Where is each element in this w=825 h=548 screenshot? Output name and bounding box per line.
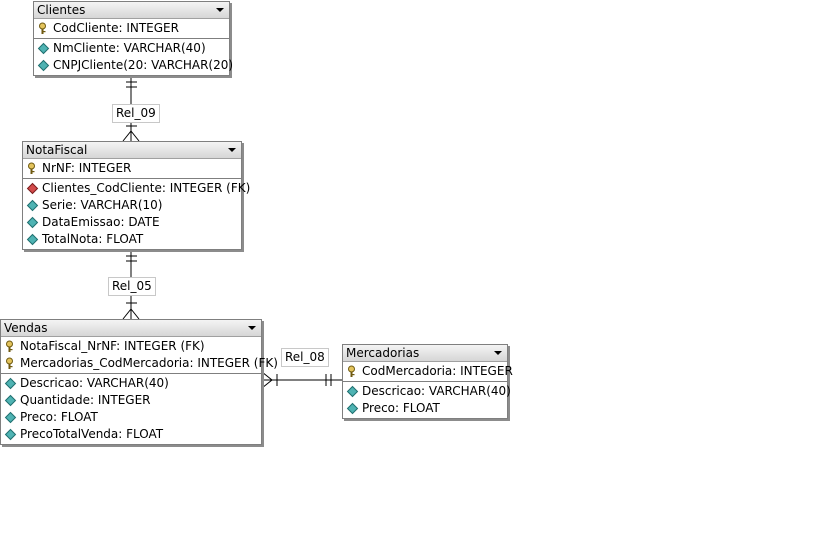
attribute-label: NotaFiscal_NrNF: INTEGER (FK) (20, 339, 205, 353)
attribute-label: Clientes_CodCliente: INTEGER (FK) (42, 181, 251, 195)
entity-title: Clientes (37, 3, 86, 17)
attribute-row[interactable]: NotaFiscal_NrNF: INTEGER (FK) (1, 338, 261, 355)
attribute-row[interactable]: Preco: FLOAT (1, 409, 261, 426)
primary-key-section: NotaFiscal_NrNF: INTEGER (FK) Mercadoria… (1, 337, 278, 373)
attribute-label: NmCliente: VARCHAR(40) (53, 41, 206, 55)
attribute-icon (346, 385, 359, 398)
attribute-label: Preco: FLOAT (362, 401, 440, 415)
entity-header[interactable]: Clientes (34, 2, 229, 19)
attribute-row[interactable]: TotalNota: FLOAT (23, 231, 241, 248)
attribute-icon (4, 428, 17, 441)
entity-header[interactable]: NotaFiscal (23, 142, 241, 159)
entity-title: Vendas (4, 321, 48, 335)
attribute-row[interactable]: Clientes_CodCliente: INTEGER (FK) (23, 180, 250, 197)
attribute-label: Descricao: VARCHAR(40) (362, 384, 511, 398)
attribute-row[interactable]: Serie: VARCHAR(10) (23, 197, 241, 214)
primary-key-icon (39, 22, 46, 34)
attribute-row[interactable]: NrNF: INTEGER (23, 160, 241, 177)
primary-key-section: CodMercadoria: INTEGER (343, 362, 513, 381)
entity-clientes[interactable]: Clientes CodCliente: INTEGER NmCliente: … (33, 1, 233, 76)
dropdown-arrow-icon[interactable] (228, 148, 236, 152)
attribute-icon (37, 59, 50, 72)
attribute-label: NrNF: INTEGER (42, 161, 132, 175)
relationship-label-rel-09[interactable]: Rel_09 (112, 104, 160, 123)
entity-notafiscal[interactable]: NotaFiscal NrNF: INTEGER Clientes_CodCli… (22, 141, 250, 250)
primary-key-icon (28, 162, 35, 174)
entity-mercadorias[interactable]: Mercadorias CodMercadoria: INTEGER Descr… (342, 344, 513, 419)
dropdown-arrow-icon[interactable] (216, 8, 224, 12)
attribute-row[interactable]: Quantidade: INTEGER (1, 392, 261, 409)
attribute-icon (26, 233, 39, 246)
attribute-row[interactable]: Descricao: VARCHAR(40) (1, 375, 261, 392)
attribute-label: CodMercadoria: INTEGER (362, 364, 513, 378)
attribute-label: Descricao: VARCHAR(40) (20, 376, 169, 390)
attribute-section: Descricao: VARCHAR(40) Preco: FLOAT (343, 381, 511, 418)
dropdown-arrow-icon[interactable] (248, 326, 256, 330)
primary-key-section: CodCliente: INTEGER (34, 19, 229, 38)
attribute-label: DataEmissao: DATE (42, 215, 160, 229)
attribute-section: Descricao: VARCHAR(40) Quantidade: INTEG… (1, 373, 261, 444)
attribute-section: NmCliente: VARCHAR(40) CNPJCliente(20: V… (34, 38, 233, 75)
attribute-row[interactable]: CodCliente: INTEGER (34, 20, 229, 37)
relationship-label-rel-05[interactable]: Rel_05 (108, 277, 156, 296)
primary-key-icon (348, 365, 355, 377)
attribute-icon (346, 402, 359, 415)
attribute-icon (26, 199, 39, 212)
attribute-label: CodCliente: INTEGER (53, 21, 179, 35)
attribute-row[interactable]: Preco: FLOAT (343, 400, 507, 417)
attribute-icon (37, 42, 50, 55)
entity-title: NotaFiscal (26, 143, 88, 157)
attribute-label: Serie: VARCHAR(10) (42, 198, 163, 212)
attribute-label: Preco: FLOAT (20, 410, 98, 424)
attribute-icon (26, 216, 39, 229)
primary-key-section: NrNF: INTEGER (23, 159, 241, 178)
attribute-icon (4, 394, 17, 407)
attribute-icon (4, 377, 17, 390)
attribute-row[interactable]: Mercadorias_CodMercadoria: INTEGER (FK) (1, 355, 278, 372)
attribute-icon (4, 411, 17, 424)
attribute-row[interactable]: NmCliente: VARCHAR(40) (34, 40, 229, 57)
primary-key-icon (6, 340, 13, 352)
primary-key-icon (6, 357, 13, 369)
attribute-label: Mercadorias_CodMercadoria: INTEGER (FK) (20, 356, 278, 370)
attribute-label: Quantidade: INTEGER (20, 393, 151, 407)
attribute-label: PrecoTotalVenda: FLOAT (20, 427, 164, 441)
attribute-row[interactable]: CNPJCliente(20: VARCHAR(20) (34, 57, 233, 74)
entity-header[interactable]: Vendas (1, 320, 261, 337)
relationship-label-rel-08[interactable]: Rel_08 (281, 348, 329, 367)
foreign-key-icon (26, 182, 39, 195)
attribute-row[interactable]: CodMercadoria: INTEGER (343, 363, 513, 380)
attribute-row[interactable]: DataEmissao: DATE (23, 214, 241, 231)
attribute-label: TotalNota: FLOAT (42, 232, 144, 246)
entity-header[interactable]: Mercadorias (343, 345, 507, 362)
entity-vendas[interactable]: Vendas NotaFiscal_NrNF: INTEGER (FK) Mer… (0, 319, 278, 445)
connector-rel-08 (261, 371, 342, 389)
dropdown-arrow-icon[interactable] (494, 351, 502, 355)
attribute-row[interactable]: Descricao: VARCHAR(40) (343, 383, 511, 400)
attribute-section: Clientes_CodCliente: INTEGER (FK) Serie:… (23, 178, 250, 249)
entity-title: Mercadorias (346, 346, 420, 360)
attribute-label: CNPJCliente(20: VARCHAR(20) (53, 58, 234, 72)
attribute-row[interactable]: PrecoTotalVenda: FLOAT (1, 426, 261, 443)
